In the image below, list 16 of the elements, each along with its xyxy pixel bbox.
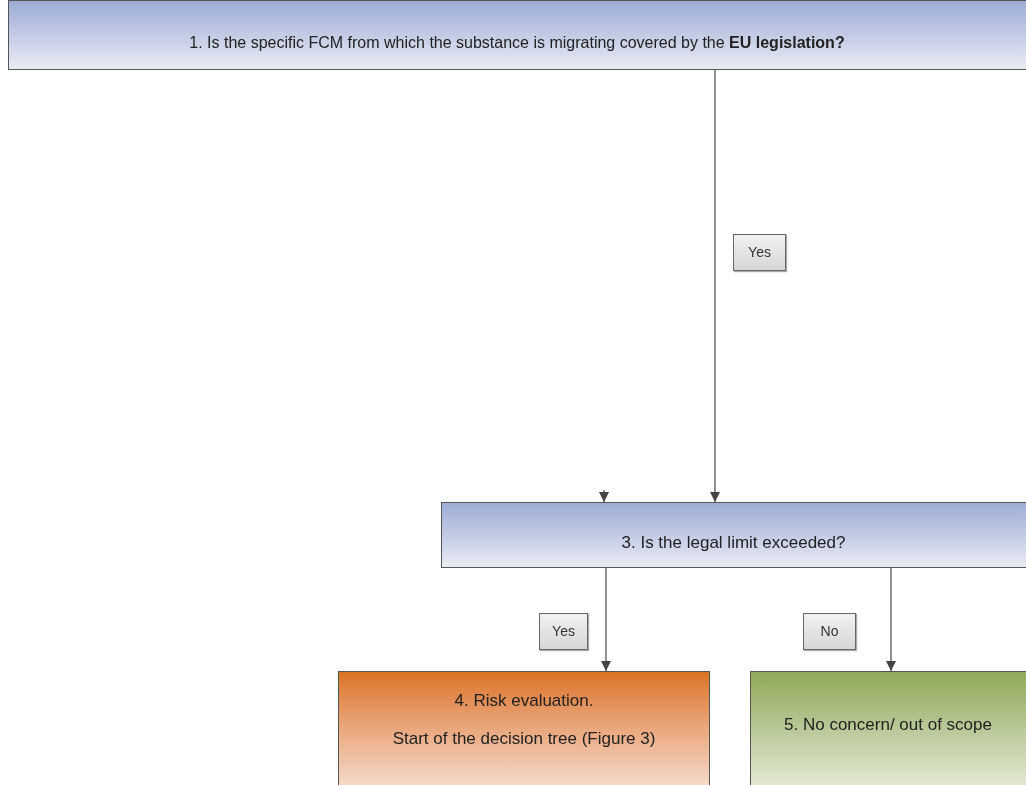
box-text: 1. Is the specific FCM from which the substance is migrating covered by the EU legislation? — [189, 33, 845, 53]
edge-label: Yes — [539, 613, 588, 650]
process-box — [750, 671, 1026, 785]
arrow — [886, 567, 896, 672]
box-text: 5. No concern/ out of scope — [784, 714, 992, 736]
box-text: Start of the decision tree (Figure 3) — [392, 727, 656, 750]
process-box — [8, 0, 1026, 70]
process-box — [441, 502, 1026, 568]
process-box — [338, 671, 710, 785]
box-text: 3. Is the legal limit exceeded? — [621, 532, 846, 555]
box-text: 4. Risk evaluation. — [454, 690, 594, 712]
arrow — [599, 489, 609, 503]
arrow — [601, 567, 611, 672]
edge-label: No — [803, 613, 856, 650]
edge-label: Yes — [733, 234, 786, 271]
arrow — [710, 69, 720, 503]
